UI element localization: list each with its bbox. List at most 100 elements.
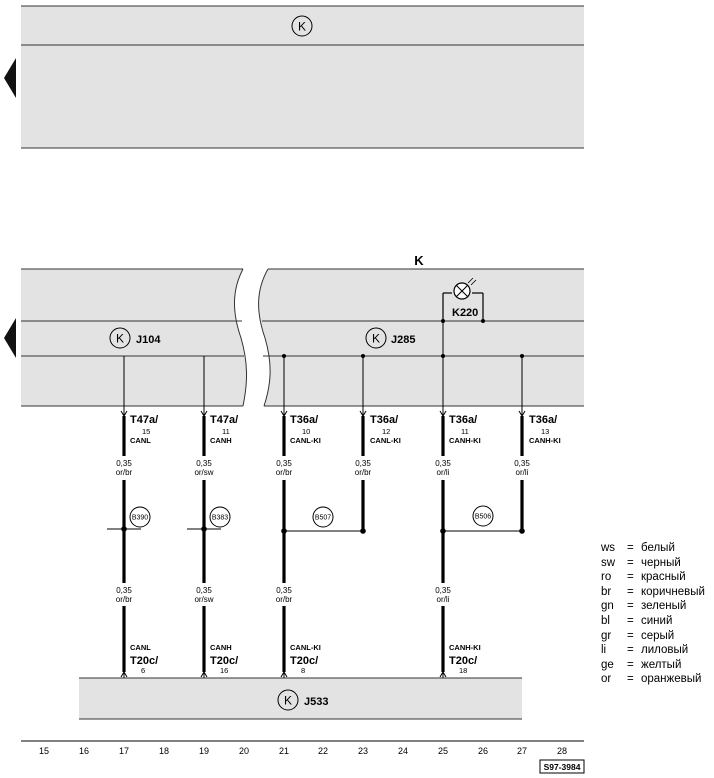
svg-text:0,35: 0,35: [435, 459, 451, 468]
svg-text:0,35: 0,35: [435, 586, 451, 595]
wire-23-connector: T36a/: [370, 414, 398, 426]
svg-text:17: 17: [119, 746, 129, 756]
wire-bottom-labels: CANL T20c/ 6 CANH T20c/ 16 CANL-KI T20c/…: [130, 643, 481, 675]
j104-box-background: [21, 269, 247, 406]
wire-23-signal: CANL-KI: [370, 436, 401, 445]
svg-text:CANH-KI: CANH-KI: [449, 643, 481, 652]
svg-text:or/br: or/br: [276, 468, 293, 477]
j533-symbol: K: [284, 694, 292, 708]
k220-label: K220: [452, 307, 478, 319]
j533-box-background: [79, 678, 522, 719]
wire-17-signal: CANL: [130, 436, 151, 445]
internal-wires: [123, 321, 523, 406]
harness-wires: [122, 416, 524, 672]
svg-text:or/li: or/li: [516, 468, 529, 477]
svg-text:24: 24: [398, 746, 408, 756]
junction-b506: B506: [475, 514, 491, 521]
j104-symbol: K: [116, 332, 124, 346]
junction-b383: B383: [212, 515, 228, 522]
svg-text:or/li: or/li: [437, 595, 450, 604]
wire-lower-spec-labels: 0,35 or/br 0,35 or/sw 0,35 or/br 0,35 or…: [116, 586, 452, 604]
svg-text:27: 27: [517, 746, 527, 756]
svg-text:6: 6: [141, 666, 145, 675]
svg-text:23: 23: [358, 746, 368, 756]
svg-text:T20c/: T20c/: [449, 655, 477, 667]
j285-box-background: [258, 269, 584, 406]
wire-21-connector: T36a/: [290, 414, 318, 426]
svg-text:16: 16: [79, 746, 89, 756]
svg-text:or/br: or/br: [276, 595, 293, 604]
top-box-background: [21, 6, 584, 148]
svg-text:18: 18: [159, 746, 169, 756]
svg-text:0,35: 0,35: [196, 459, 212, 468]
wire-21-pin: 10: [302, 427, 310, 436]
svg-text:T20c/: T20c/: [290, 655, 318, 667]
wire-19-connector: T47a/: [210, 414, 238, 426]
svg-text:or/br: or/br: [355, 468, 372, 477]
svg-text:0,35: 0,35: [116, 459, 132, 468]
j285-symbol: K: [372, 332, 380, 346]
legend-row: br=коричневый: [601, 585, 705, 598]
j285-diagnostic-icon: [365, 327, 387, 349]
svg-text:or/br: or/br: [116, 468, 133, 477]
svg-text:or/sw: or/sw: [194, 595, 213, 604]
legend-row: ge=желтый: [601, 658, 682, 671]
junction-b506-icon: [472, 505, 494, 527]
legend-row: gr=серый: [601, 629, 675, 642]
svg-text:20: 20: [239, 746, 249, 756]
j104-box: K J104: [21, 268, 248, 407]
legend-row: or=оранжевый: [601, 673, 702, 686]
wire-19-pin: 11: [222, 427, 230, 436]
svg-text:CANL: CANL: [130, 643, 151, 652]
k220-warning-lamp: K220: [441, 277, 485, 323]
arrow-left-icon: [4, 58, 16, 98]
drawing-number: S97-3984: [544, 762, 581, 772]
column-ruler: 15 16 17 18 19 20 21 22 23 24 25 26 27 2…: [21, 740, 585, 774]
wire-19-signal: CANH: [210, 436, 232, 445]
legend-row: ro=красный: [601, 571, 686, 584]
drawing-number-box: [539, 759, 585, 774]
color-legend: ws=белый sw=черный ro=красный br=коричне…: [601, 541, 705, 687]
svg-text:0,35: 0,35: [116, 586, 132, 595]
wire-27-pin: 13: [541, 427, 549, 436]
section-title: K: [414, 253, 424, 268]
junction-b507-icon: [312, 506, 334, 528]
wire-17-pin: 15: [142, 427, 150, 436]
legend-row: li=лиловый: [601, 644, 689, 657]
wire-25-connector: T36a/: [449, 414, 477, 426]
svg-text:16: 16: [220, 666, 228, 675]
j104-label: J104: [136, 334, 161, 346]
top-box: K: [21, 5, 584, 149]
svg-text:28: 28: [557, 746, 567, 756]
legend-row: gn=зеленый: [601, 600, 687, 613]
junction-b507: B507: [315, 515, 331, 522]
wire-25-pin: 11: [461, 427, 469, 436]
svg-text:26: 26: [478, 746, 488, 756]
wire-upper-spec-labels: 0,35 or/br 0,35 or/sw 0,35 or/br 0,35 or…: [116, 459, 531, 477]
diagnostic-symbol: K: [298, 20, 306, 34]
svg-text:0,35: 0,35: [355, 459, 371, 468]
svg-text:25: 25: [438, 746, 448, 756]
wire-21-signal: CANL-KI: [290, 436, 321, 445]
svg-text:CANL-KI: CANL-KI: [290, 643, 321, 652]
svg-text:0,35: 0,35: [276, 586, 292, 595]
wire-25-signal: CANH-KI: [449, 436, 481, 445]
junction-b383-icon: [209, 506, 231, 528]
wire-17-connector: T47a/: [130, 414, 158, 426]
svg-text:8: 8: [301, 666, 305, 675]
legend-row: bl=синий: [601, 614, 673, 627]
svg-text:0,35: 0,35: [276, 459, 292, 468]
svg-text:0,35: 0,35: [514, 459, 530, 468]
wire-23-pin: 12: [382, 427, 390, 436]
svg-text:T20c/: T20c/: [210, 655, 238, 667]
j533-box: K J533: [79, 677, 522, 720]
diagnostic-circle-icon: [291, 15, 313, 37]
wire-27-signal: CANH-KI: [529, 436, 561, 445]
svg-text:18: 18: [459, 666, 467, 675]
svg-text:T20c/: T20c/: [130, 655, 158, 667]
legend-row: ws=белый: [601, 542, 675, 554]
svg-text:or/br: or/br: [116, 595, 133, 604]
svg-text:19: 19: [199, 746, 209, 756]
junction-dots: [121, 526, 525, 534]
